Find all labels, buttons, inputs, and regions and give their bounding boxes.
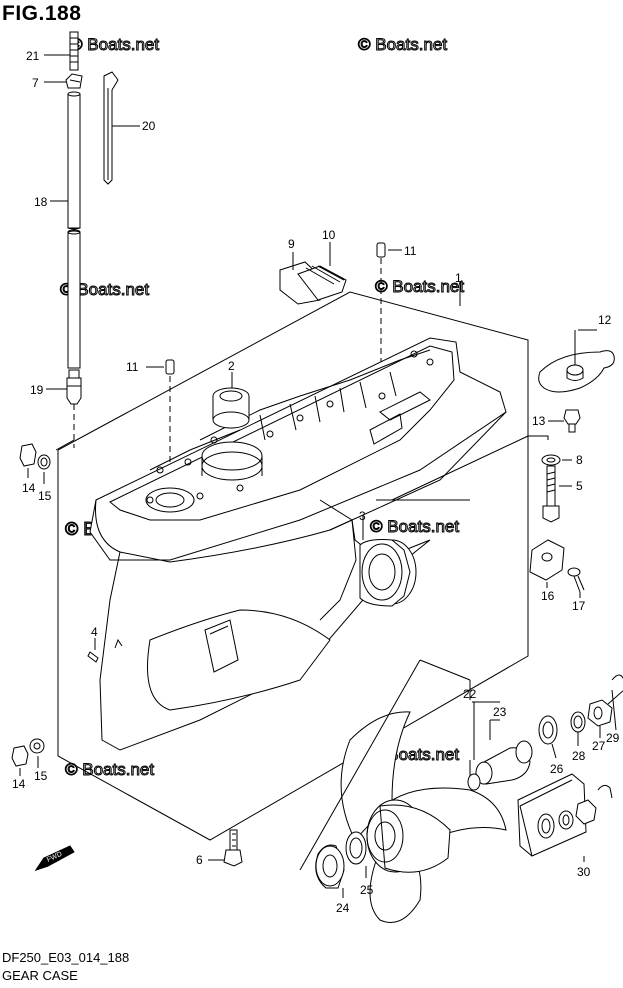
watermark: © Boats.net — [70, 35, 159, 54]
part-9-10-pads — [279, 242, 347, 305]
part-12-trim-tab — [538, 329, 615, 393]
callout-labels: 21 7 20 18 19 14 15 9 10 11 1 12 11 2 13… — [12, 49, 620, 915]
watermark: © Boats.net — [60, 280, 149, 299]
part-1-gear-case — [55, 282, 529, 841]
callout-2: 2 — [228, 359, 235, 373]
part-20-cable-tie — [103, 71, 119, 185]
part-5-bolt — [391, 435, 572, 523]
part-7-clip — [65, 73, 83, 89]
leader-lines — [44, 54, 140, 390]
part-11-dowel-pin — [146, 359, 175, 470]
part-30-prop-nut-kit — [517, 773, 613, 862]
callout-3: 3 — [359, 509, 366, 523]
callout-1: 1 — [455, 271, 462, 285]
part-13-bolt — [548, 409, 581, 433]
part-14-15-plug-washer — [19, 443, 51, 484]
callout-21: 21 — [26, 49, 40, 63]
figure-name: GEAR CASE — [2, 968, 78, 983]
callout-24: 24 — [336, 901, 350, 915]
part-26-washer — [538, 715, 558, 759]
callout-22: 22 — [463, 687, 477, 701]
callout-7: 7 — [32, 76, 39, 90]
part-25-washer — [345, 831, 367, 878]
callout-14: 14 — [12, 777, 26, 791]
part-19-tube-grommet — [66, 369, 82, 448]
callout-17: 17 — [572, 599, 586, 613]
part-18-water-tube — [67, 91, 81, 369]
part-16-spacer — [529, 539, 565, 588]
callout-16: 16 — [541, 589, 555, 603]
callout-19: 19 — [30, 383, 44, 397]
callout-15: 15 — [38, 489, 52, 503]
part-28-washer — [570, 711, 586, 746]
part-4-pin — [87, 638, 99, 663]
callout-12: 12 — [598, 313, 612, 327]
part-11-dowel-pin — [376, 242, 402, 400]
callout-26: 26 — [550, 762, 564, 776]
callout-8: 8 — [576, 453, 583, 467]
callout-4: 4 — [91, 625, 98, 639]
callout-25: 25 — [360, 883, 374, 897]
callout-27: 27 — [592, 739, 606, 753]
callout-5: 5 — [576, 479, 583, 493]
callout-6: 6 — [196, 853, 203, 867]
part-29-cotter-pin — [607, 674, 623, 731]
callout-30: 30 — [577, 865, 591, 879]
callout-10: 10 — [322, 228, 336, 242]
callout-11: 11 — [404, 244, 417, 258]
callout-23: 23 — [493, 705, 507, 719]
propeller — [299, 659, 507, 923]
figure-code: DF250_E03_014_188 — [2, 950, 130, 965]
part-21-tube-end — [69, 31, 79, 71]
callout-20: 20 — [142, 119, 156, 133]
watermark: © Boats.net — [65, 760, 154, 779]
part-24-thrust-washer — [315, 844, 345, 898]
part-23-bushing — [467, 701, 533, 791]
callout-15: 15 — [34, 769, 48, 783]
part-3-bearing-housing — [359, 499, 470, 607]
callout-29: 29 — [606, 731, 620, 745]
callout-13: 13 — [532, 414, 546, 428]
figure-title: FIG.188 — [2, 2, 82, 25]
part-17-screw — [567, 567, 585, 598]
part-14-15-plug-washer — [11, 738, 45, 776]
part-6-bolt — [208, 829, 243, 867]
part-8-washer — [541, 454, 572, 466]
callout-11: 11 — [126, 360, 139, 374]
watermark: © Boats.net — [375, 277, 464, 296]
watermark: © Boats.net — [358, 35, 447, 54]
callout-18: 18 — [34, 195, 48, 209]
callout-9: 9 — [288, 237, 295, 251]
fwd-arrow-icon: FWD — [34, 845, 75, 871]
callout-14: 14 — [22, 481, 36, 495]
callout-28: 28 — [572, 749, 586, 763]
watermark: © Boats.net — [370, 517, 459, 536]
part-27-nut — [587, 699, 613, 738]
